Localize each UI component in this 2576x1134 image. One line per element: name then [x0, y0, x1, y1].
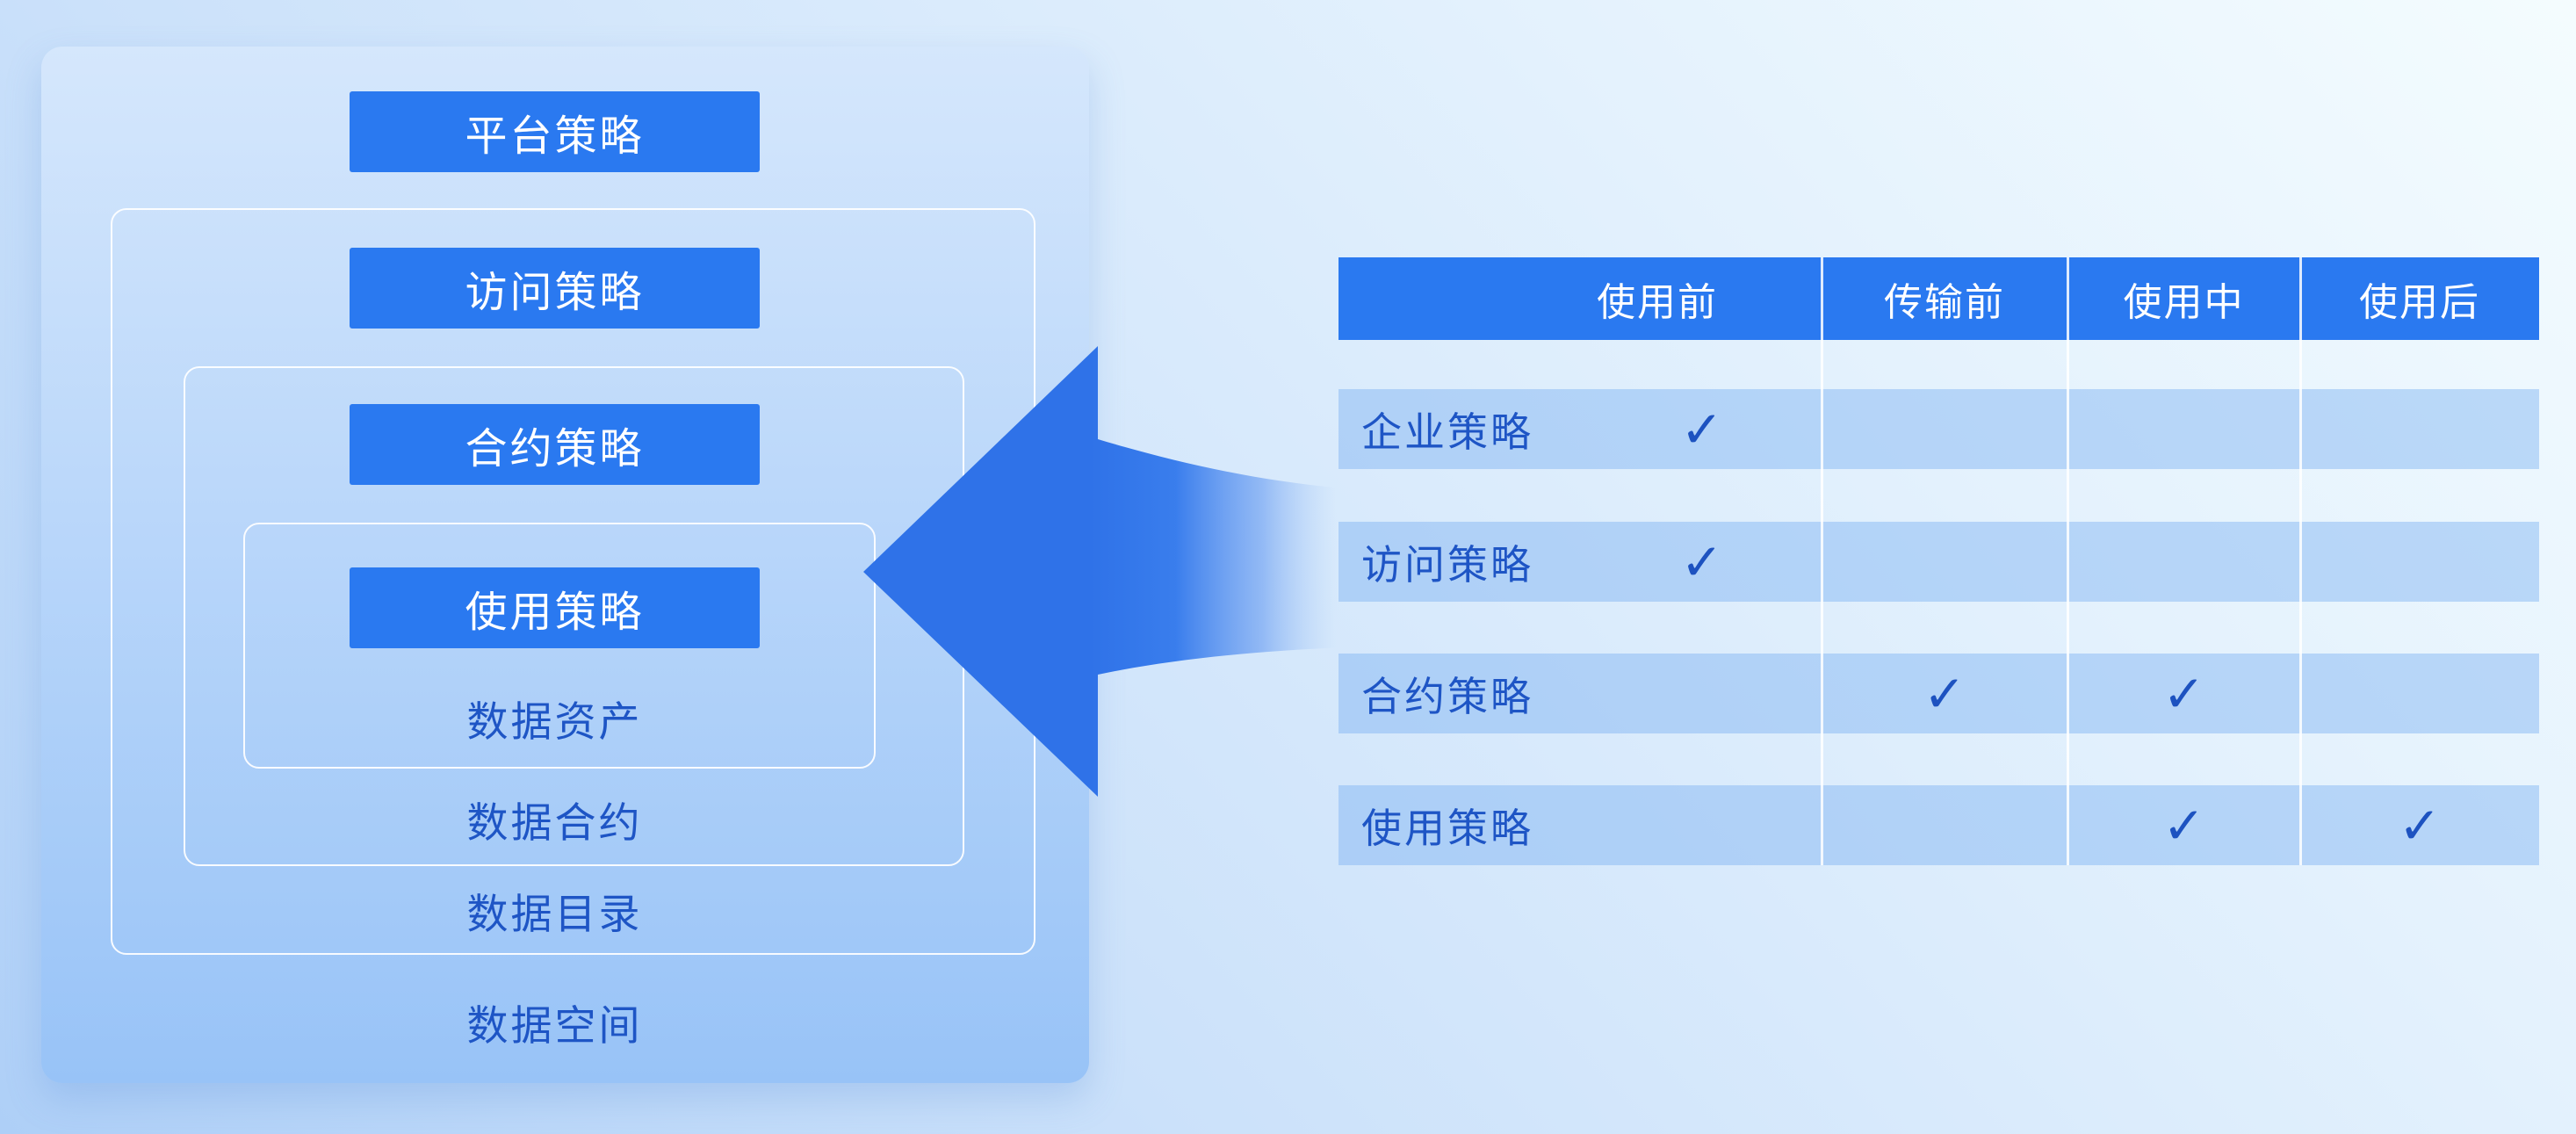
access-policy-button: 访问策略 — [350, 248, 760, 329]
table-row: 访问策略 ✓ — [1339, 522, 2539, 602]
column-divider — [2067, 257, 2069, 865]
check-icon: ✓ — [1680, 399, 1723, 459]
table-row: 使用策略 ✓ ✓ — [1339, 785, 2539, 865]
row-label-cell: 使用策略 — [1339, 785, 1822, 865]
row-label: 使用策略 — [1361, 805, 1533, 851]
check-icon: ✓ — [2398, 795, 2442, 856]
contract-policy-label: 合约策略 — [465, 426, 645, 473]
table-header-row: 使用前 传输前 使用中 使用后 — [1339, 257, 2539, 340]
policy-phase-table: 使用前 传输前 使用中 使用后 企业策略 ✓ 访问策略 ✓ 合约 — [1339, 257, 2539, 865]
data-catalog-layer-label: 数据目录 — [466, 890, 643, 937]
column-header-after-use: 使用后 — [2359, 281, 2480, 324]
check-icon: ✓ — [2162, 663, 2205, 724]
row-label: 访问策略 — [1361, 541, 1533, 588]
platform-policy-button: 平台策略 — [350, 91, 760, 172]
data-space-layer-label: 数据空间 — [466, 1001, 643, 1049]
row-label: 企业策略 — [1361, 408, 1533, 455]
contract-policy-button: 合约策略 — [350, 404, 760, 485]
row-label-cell: 企业策略 ✓ — [1339, 389, 1822, 469]
check-icon: ✓ — [1680, 531, 1723, 592]
row-label-cell: 合约策略 — [1339, 654, 1822, 733]
table-row: 合约策略 ✓ ✓ — [1339, 654, 2539, 733]
column-divider — [2299, 257, 2302, 865]
access-policy-label: 访问策略 — [465, 270, 645, 316]
platform-policy-label: 平台策略 — [465, 113, 645, 160]
table-row: 企业策略 ✓ — [1339, 389, 2539, 469]
column-divider — [1821, 257, 1823, 865]
column-header-before-use: 使用前 — [1597, 281, 1718, 324]
check-icon: ✓ — [1923, 663, 1966, 724]
data-contract-layer-label: 数据合约 — [466, 798, 643, 846]
column-header-before-transfer: 传输前 — [1884, 281, 2005, 324]
row-label: 合约策略 — [1361, 673, 1533, 719]
row-label-cell: 访问策略 ✓ — [1339, 522, 1822, 602]
check-icon: ✓ — [2162, 795, 2205, 856]
usage-policy-button: 使用策略 — [350, 567, 760, 648]
column-header-during-use: 使用中 — [2123, 281, 2245, 324]
data-asset-layer-label: 数据资产 — [466, 697, 643, 745]
usage-policy-label: 使用策略 — [465, 589, 645, 636]
